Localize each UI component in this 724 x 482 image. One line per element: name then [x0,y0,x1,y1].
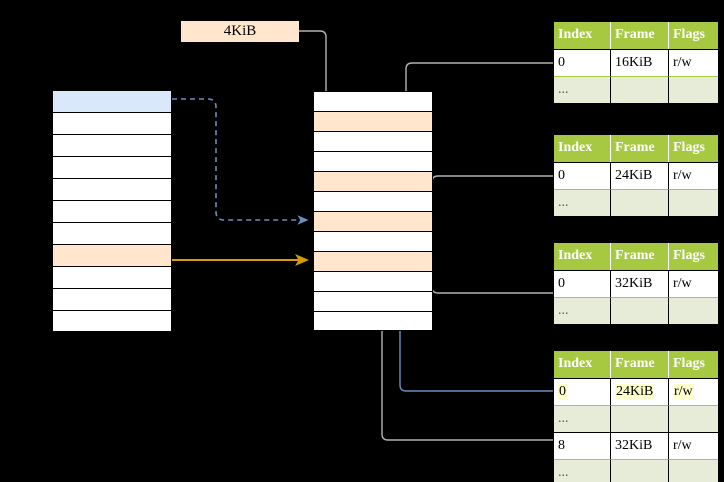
page-table-3-r0-frame: 32KiB [611,270,669,297]
table-row: ... [554,459,718,482]
frame-row-2 [313,131,433,151]
connector-pt2-to-frame [417,175,553,221]
page-table-3-header-flags: Flags [669,243,718,270]
table-row: ... [554,189,718,216]
page-table-4-r2-index: 8 [554,432,611,459]
page-table-1-r0-flags: r/w [669,49,718,76]
frame-row-4 [313,171,433,191]
page-table-4-r3-frame [611,459,669,482]
page-table-1-r1-index: ... [554,76,611,103]
vaddr-row-0 [52,90,172,112]
vaddr-row-9 [52,288,172,310]
page-table-3-r0-index: 0 [554,270,611,297]
page-table-2-header-index: Index [554,135,611,162]
highlighted-value: 24KiB [615,384,655,399]
page-table-4-r1-flags [669,405,718,432]
page-table-4-header-flags: Flags [669,351,718,378]
page-table-4-r1-frame [611,405,669,432]
page-table-4-r2-frame: 32KiB [611,432,669,459]
frame-row-3 [313,151,433,171]
page-table-2-r0-flags: r/w [669,162,718,189]
page-table-4-r0-frame: 24KiB [611,378,669,405]
frame-size-label: 4KiB [181,21,299,42]
page-table-3-header-frame: Frame [611,243,669,270]
frame-row-6 [313,211,433,231]
table-row: ... [554,297,718,324]
frame-row-8 [313,251,433,271]
table-row: ... [554,405,718,432]
page-table-3-r0-flags: r/w [669,270,718,297]
page-table-1-header-frame: Frame [611,22,669,49]
frame-row-7 [313,231,433,251]
page-table-3-r1-flags [669,297,718,324]
page-table-1-header-flags: Flags [669,22,718,49]
page-table-4-r0-flags: r/w [669,378,718,405]
frame-row-0 [313,91,433,111]
page-table-3-r1-frame [611,297,669,324]
page-table-4-r3-flags [669,459,718,482]
frame-row-9 [313,271,433,291]
page-table-2-r0-frame: 24KiB [611,162,669,189]
page-table-4-header-index: Index [554,351,611,378]
connector-pt3-to-frame [417,259,553,294]
physical-memory-column [313,91,433,331]
page-table-2-r0-index: 0 [554,162,611,189]
page-table-1-r0-index: 0 [554,49,611,76]
vaddr-row-5 [52,200,172,222]
frame-row-11 [313,311,433,331]
page-table-4-header-frame: Frame [611,351,669,378]
page-table-2-header-flags: Flags [669,135,718,162]
page-table-2-r1-index: ... [554,189,611,216]
page-table-3-header-index: Index [554,243,611,270]
page-table-1-r0-frame: 16KiB [611,49,669,76]
virtual-address-space-column [52,90,172,332]
connector-vaddr-blue-dashed [172,98,309,225]
frame-row-10 [313,291,433,311]
page-table-4-r1-index: ... [554,405,611,432]
page-table-2-r1-frame [611,189,669,216]
page-table-1-r1-flags [669,76,718,103]
vaddr-row-8 [52,266,172,288]
vaddr-row-7 [52,244,172,266]
vaddr-row-6 [52,222,172,244]
table-row: 0 24KiB r/w [554,378,718,405]
vaddr-row-4 [52,178,172,200]
page-table-2-header-frame: Frame [611,135,669,162]
page-table-4-r2-flags: r/w [669,432,718,459]
frame-row-5 [313,191,433,211]
vaddr-row-2 [52,134,172,156]
vaddr-row-10 [52,310,172,332]
page-table-3-r1-index: ... [554,297,611,324]
vaddr-row-1 [52,112,172,134]
page-table-1-header-index: Index [554,22,611,49]
table-row: ... [554,76,718,103]
highlighted-value: 0 [558,384,567,399]
highlighted-value: r/w [673,384,694,399]
page-table-2-r1-flags [669,189,718,216]
page-table-4-r0-index: 0 [554,378,611,405]
frame-row-1 [313,111,433,131]
page-table-1-r1-frame [611,76,669,103]
page-table-4-r3-index: ... [554,459,611,482]
vaddr-row-3 [52,156,172,178]
